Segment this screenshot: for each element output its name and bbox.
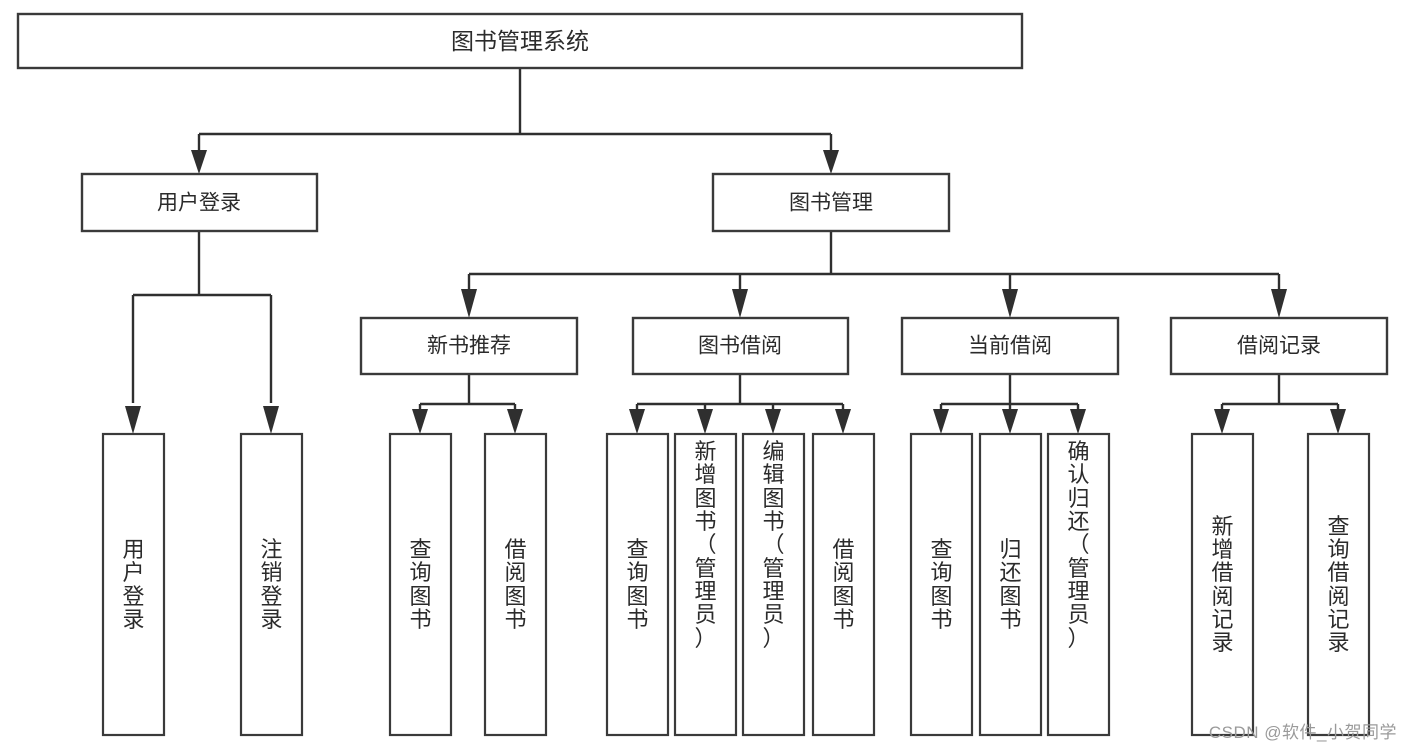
node-leaf-borrow-book-1[interactable] xyxy=(483,432,548,737)
node-leaf-query-book-1-label: 查询图书 xyxy=(409,536,432,632)
node-user-login-label: 用户登录 xyxy=(157,192,241,215)
node-new-book-recommend-label: 新书推荐 xyxy=(427,335,511,358)
node-leaf-add-book-admin[interactable] xyxy=(673,432,738,737)
node-leaf-query-book-2-label: 查询图书 xyxy=(626,536,649,632)
node-current-borrow[interactable] xyxy=(900,316,1120,376)
connector-user-login-to-leaves xyxy=(125,231,279,434)
connector-borrow-record-to-leaves xyxy=(1214,374,1346,434)
node-new-book-recommend[interactable] xyxy=(359,316,579,376)
node-leaf-query-borrow-record-label: 查询借阅记录 xyxy=(1327,513,1350,656)
node-book-management[interactable] xyxy=(711,172,951,233)
connector-book-borrow-to-leaves xyxy=(629,374,851,434)
node-leaf-logout[interactable] xyxy=(239,432,304,737)
node-leaf-query-book-3-label: 查询图书 xyxy=(930,536,953,632)
node-leaf-query-borrow-record[interactable] xyxy=(1306,432,1371,737)
node-leaf-add-borrow-record-label: 新增借阅记录 xyxy=(1211,513,1234,656)
connector-current-borrow-to-leaves xyxy=(933,374,1086,434)
node-leaf-add-book-admin-label: 新增图书（管理员） xyxy=(694,439,717,651)
connector-new-book-to-leaves xyxy=(412,374,523,434)
node-leaf-borrow-book-1-label: 借阅图书 xyxy=(504,536,527,632)
node-leaf-query-book-1[interactable] xyxy=(388,432,453,737)
node-leaf-query-book-2[interactable] xyxy=(605,432,670,737)
node-leaf-edit-book-admin-label: 编辑图书（管理员） xyxy=(762,439,785,651)
node-leaf-borrow-book-2[interactable] xyxy=(811,432,876,737)
node-leaf-add-borrow-record[interactable] xyxy=(1190,432,1255,737)
connector-book-mgmt-to-level3 xyxy=(461,231,1287,318)
connector-root-to-level2 xyxy=(191,68,839,174)
node-leaf-return-book-label: 归还图书 xyxy=(999,536,1022,632)
node-leaf-user-login-label: 用户登录 xyxy=(122,536,145,632)
node-leaf-edit-book-admin[interactable] xyxy=(741,432,806,737)
node-leaf-query-book-3[interactable] xyxy=(909,432,974,737)
node-leaf-confirm-return-admin-label: 确认归还（管理员） xyxy=(1067,439,1090,651)
node-leaf-confirm-return-admin[interactable] xyxy=(1046,432,1111,737)
node-borrow-record[interactable] xyxy=(1169,316,1389,376)
node-leaf-borrow-book-2-label: 借阅图书 xyxy=(832,536,855,632)
node-user-login[interactable] xyxy=(80,172,319,233)
node-root[interactable] xyxy=(16,12,1024,70)
node-book-borrow[interactable] xyxy=(631,316,850,376)
node-borrow-record-label: 借阅记录 xyxy=(1237,335,1321,358)
node-book-borrow-label: 图书借阅 xyxy=(698,335,782,358)
node-leaf-logout-label: 注销登录 xyxy=(260,536,283,632)
node-root-label: 图书管理系统 xyxy=(451,28,589,54)
node-leaf-user-login[interactable] xyxy=(101,432,166,737)
node-current-borrow-label: 当前借阅 xyxy=(968,335,1052,358)
node-leaf-return-book[interactable] xyxy=(978,432,1043,737)
node-book-management-label: 图书管理 xyxy=(789,192,873,215)
